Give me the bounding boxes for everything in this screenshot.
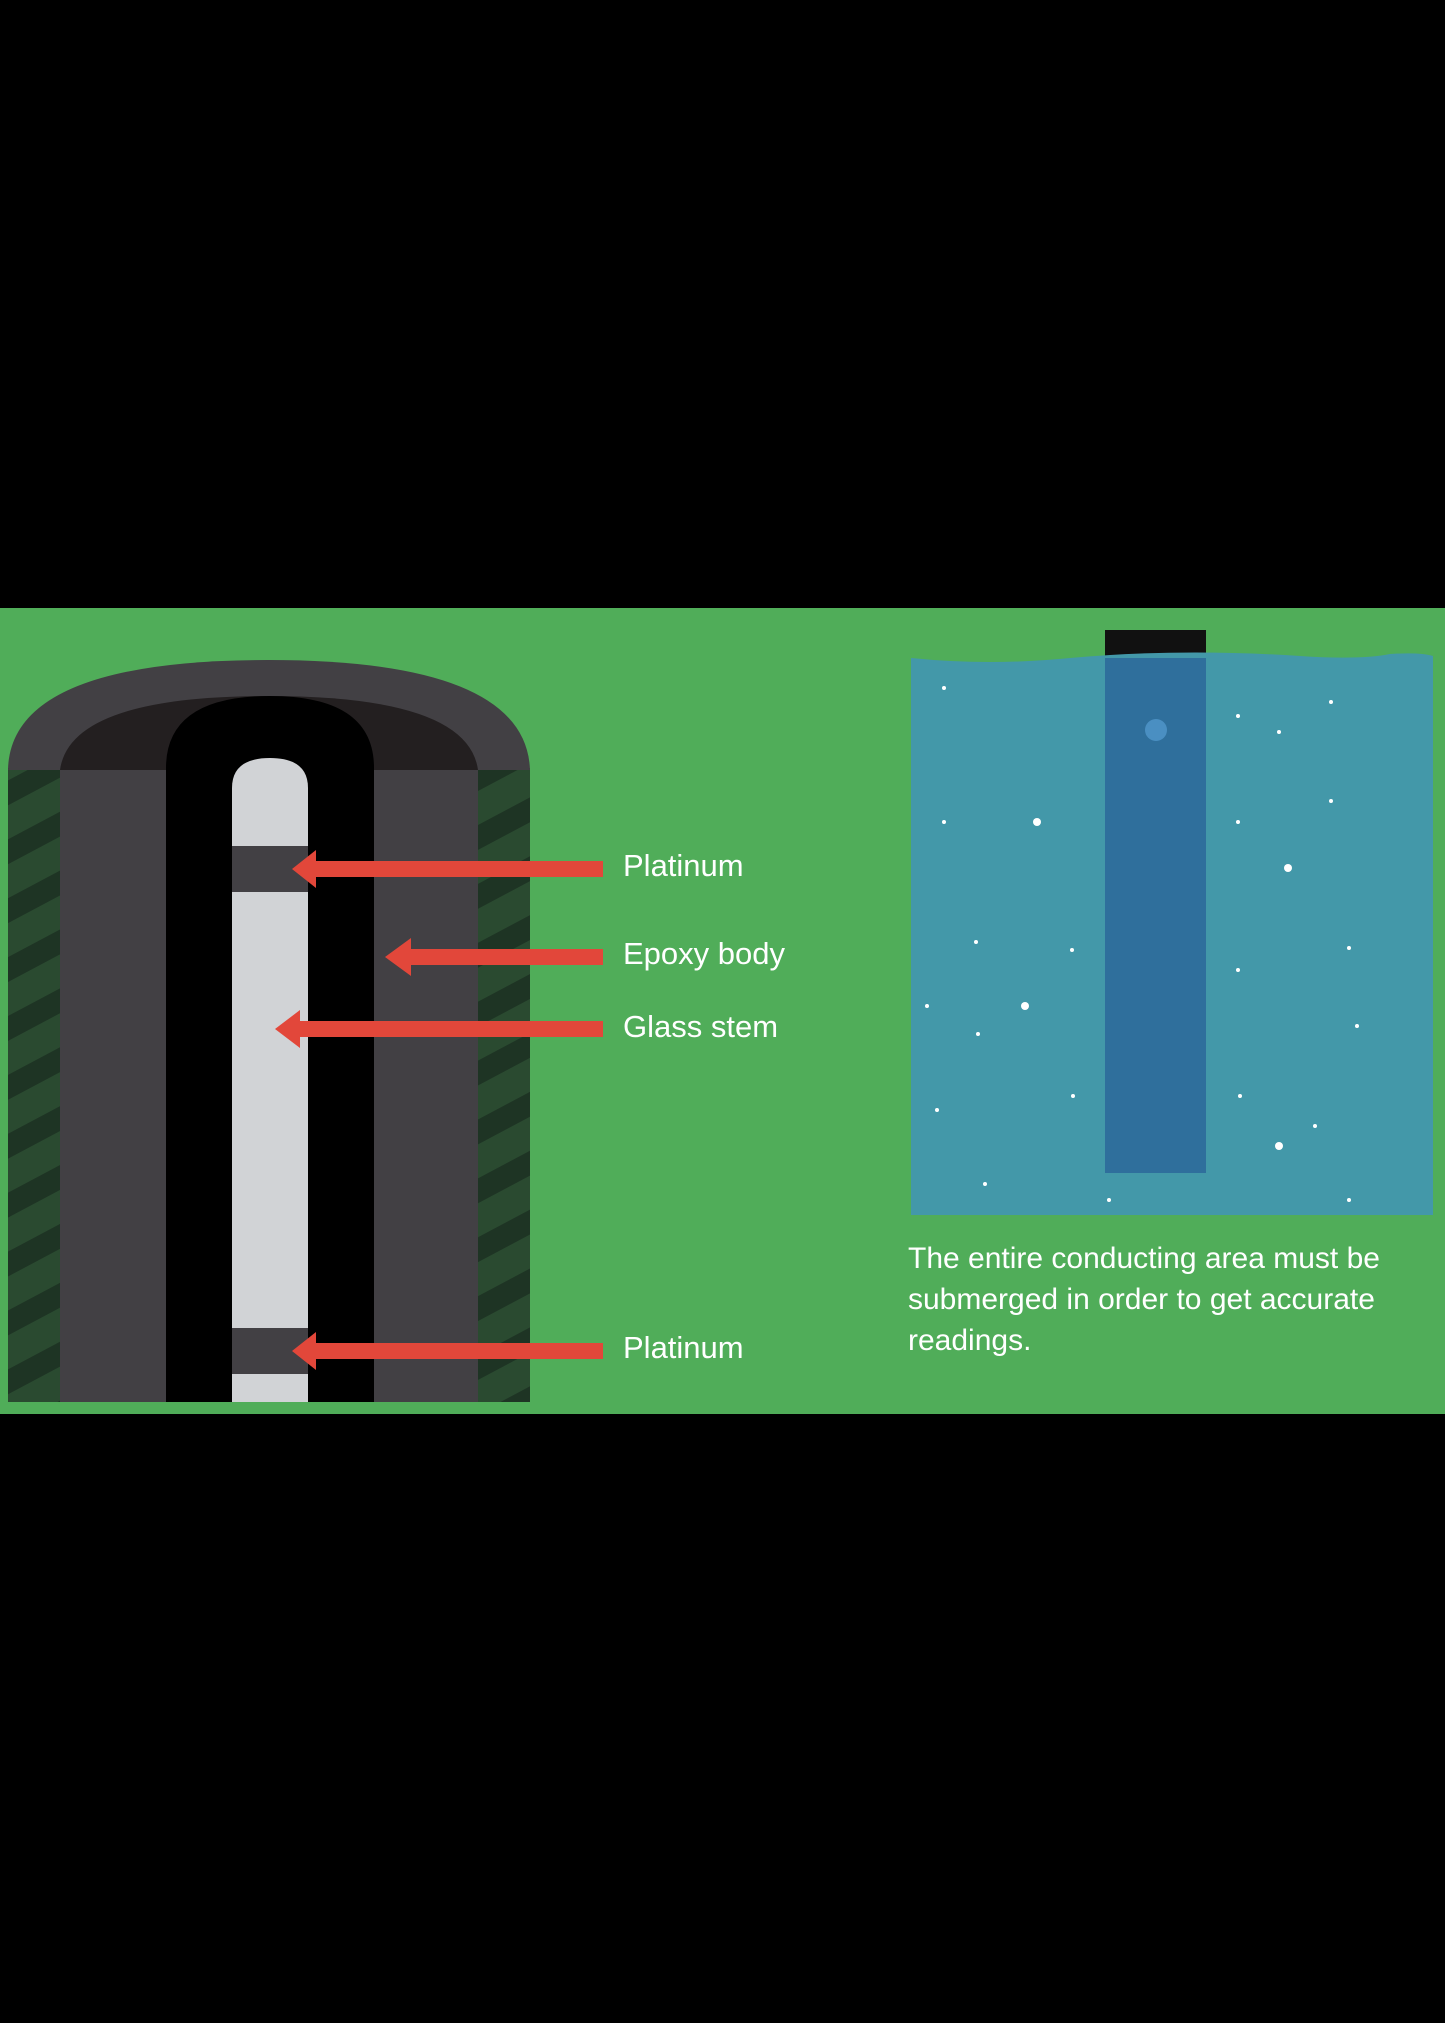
glass-stem — [232, 758, 308, 1402]
arrow-left-icon — [292, 850, 603, 888]
outer-sleeve-left — [8, 768, 60, 1402]
arrow-left-icon — [292, 1332, 603, 1370]
water-tank — [911, 630, 1433, 1215]
diagram-graphics — [8, 630, 1433, 1402]
arrow-left-icon — [275, 1010, 603, 1048]
arrow-left-icon — [385, 938, 603, 976]
label-epoxy-body: Epoxy body — [623, 936, 785, 971]
air-bubble — [1145, 719, 1167, 741]
probe-submerged — [1105, 658, 1206, 1173]
caption-text: The entire conducting area must be subme… — [908, 1242, 1380, 1357]
particles — [925, 686, 1359, 1202]
diagram-panel: Platinum Epoxy body Glass stem Platinum … — [0, 608, 1445, 1414]
label-platinum-top: Platinum — [623, 848, 744, 883]
arrows — [275, 850, 603, 1370]
label-glass-stem: Glass stem — [623, 1009, 779, 1044]
epoxy-wall-left — [60, 768, 166, 1402]
label-platinum-bottom: Platinum — [623, 1330, 744, 1365]
